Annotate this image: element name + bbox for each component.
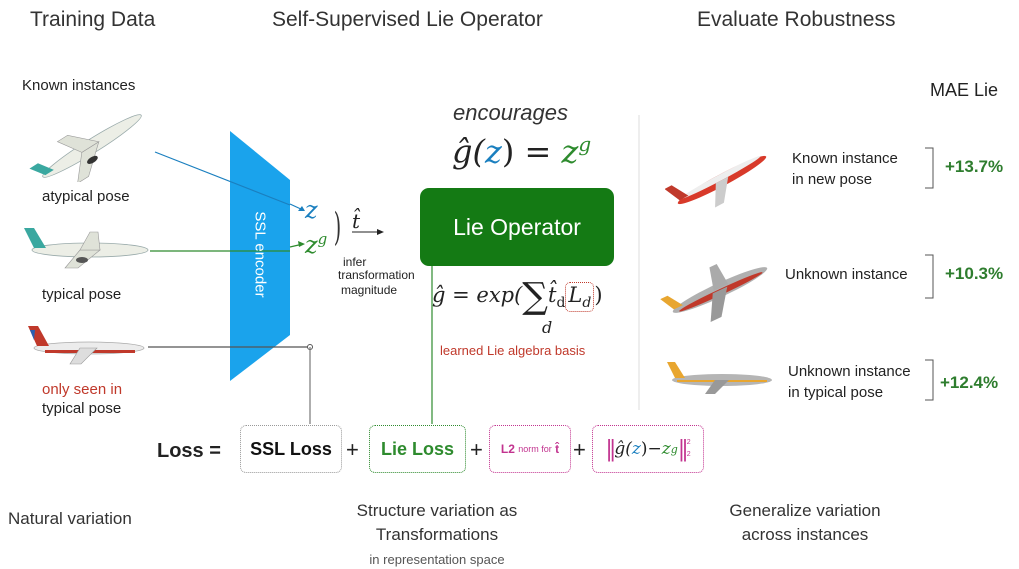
label-mae-lie: MAE Lie — [930, 80, 999, 100]
row1-line1: Known instance — [792, 150, 898, 167]
row2-value: +10.3% — [945, 264, 1004, 283]
airplane-only-seen-typical — [28, 326, 145, 365]
airplane-unknown-typical — [667, 362, 772, 394]
row3-line2: in typical pose — [788, 384, 884, 401]
plus-3: + — [573, 437, 586, 462]
label-structure-1: Structure variation as — [356, 501, 518, 520]
label-magnitude: magnitude — [341, 283, 398, 297]
label-in-rep-space: in representation space — [369, 552, 505, 567]
label-typical-pose: typical pose — [42, 286, 122, 303]
bracket-row1 — [925, 147, 934, 189]
label-encourages: encourages — [453, 100, 568, 125]
sum-subscript-d: d — [542, 318, 553, 337]
airplane-typical-pose — [24, 228, 149, 269]
z-symbol: z — [305, 196, 318, 224]
label-typical-pose-2: typical pose — [42, 400, 122, 417]
equation-encourages: ĝ(z) = zg — [452, 132, 592, 171]
bracket-row2 — [925, 254, 934, 299]
label-transformation: transformation — [338, 268, 415, 282]
ssl-encoder-shape — [230, 131, 290, 381]
lie-loss-box: Lie Loss — [369, 425, 466, 473]
label-only-seen-in: only seen in — [42, 381, 123, 398]
ssl-loss-box: SSL Loss — [240, 425, 342, 473]
plus-1: + — [346, 437, 359, 462]
zg-symbol: zg — [305, 230, 328, 259]
loss-label: Loss = — [157, 440, 221, 462]
lie-operator-box: Lie Operator — [420, 188, 614, 266]
row3-value: +12.4% — [940, 373, 999, 392]
l2-norm-box: L2 norm for t̂ — [489, 425, 571, 473]
row1-line2: in new pose — [792, 171, 873, 188]
airplane-known-new-pose — [665, 155, 767, 208]
header-training-data: Training Data — [30, 8, 156, 31]
label-atypical-pose: atypical pose — [42, 188, 130, 205]
airplane-atypical-pose — [29, 114, 142, 182]
header-ssl-lie-operator: Self-Supervised Lie Operator — [272, 8, 543, 31]
label-learned-basis: learned Lie algebra basis — [440, 343, 586, 358]
line-atypical-to-encoder — [154, 151, 291, 206]
row3-line1: Unknown instance — [788, 363, 911, 380]
label-structure-2: Transformations — [375, 525, 499, 544]
label-known-instances: Known instances — [22, 77, 136, 94]
ssl-encoder-label: SSL encoder — [251, 211, 269, 298]
bracket-row3 — [925, 359, 934, 401]
plus-2: + — [470, 437, 483, 462]
row1-value: +13.7% — [945, 157, 1004, 176]
paren-bracket: ) — [333, 205, 342, 249]
label-natural-variation: Natural variation — [8, 509, 132, 528]
row2-line1: Unknown instance — [785, 266, 908, 283]
t-hat-symbol: t̂ — [352, 209, 361, 233]
airplane-unknown-instance — [660, 263, 768, 322]
label-infer: infer — [343, 255, 367, 269]
header-evaluate-robustness: Evaluate Robustness — [697, 8, 896, 31]
label-generalize-2: across instances — [741, 525, 869, 544]
label-generalize-1: Generalize variation — [729, 501, 881, 520]
